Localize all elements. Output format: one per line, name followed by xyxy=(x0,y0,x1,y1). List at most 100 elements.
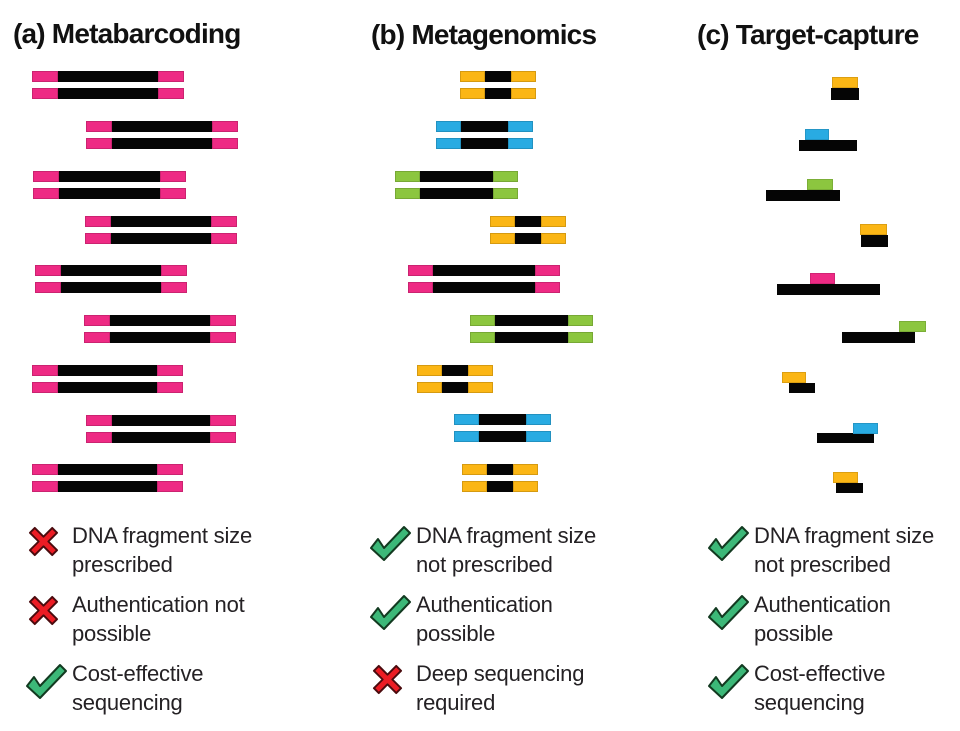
dna-fragment-b-4a xyxy=(490,216,566,227)
blue-adapter xyxy=(526,431,551,442)
pink-adapter xyxy=(211,216,237,227)
yellow-adapter xyxy=(511,71,536,82)
dna-insert xyxy=(495,315,568,326)
annotation-line: not prescribed xyxy=(754,552,891,577)
dna-insert xyxy=(461,121,508,132)
dna-insert xyxy=(61,265,161,276)
check-icon xyxy=(368,594,412,637)
dna-fragment-b-2a xyxy=(436,121,533,132)
dna-fragment-b-5b xyxy=(408,282,560,293)
check-icon xyxy=(706,525,750,568)
pink-adapter xyxy=(408,265,433,276)
dna-fragment-a-4a xyxy=(85,216,237,227)
pink-adapter xyxy=(210,432,236,443)
blue-bait-probe xyxy=(853,423,878,434)
dna-insert xyxy=(495,332,568,343)
pink-adapter xyxy=(161,265,187,276)
dna-insert xyxy=(110,332,210,343)
check-icon xyxy=(706,663,750,706)
pink-adapter xyxy=(157,365,183,376)
dna-fragment-a-5a xyxy=(35,265,187,276)
dna-fragment-b-6b xyxy=(470,332,593,343)
dna-fragment-a-7a xyxy=(32,365,183,376)
yellow-adapter xyxy=(462,481,487,492)
dna-insert xyxy=(442,382,468,393)
dna-insert xyxy=(112,138,212,149)
yellow-adapter xyxy=(462,464,487,475)
dna-fragment-c-5 xyxy=(777,284,880,295)
dna-insert xyxy=(111,216,211,227)
yellow-bait-probe xyxy=(860,224,887,235)
pink-adapter xyxy=(210,415,236,426)
dna-insert xyxy=(433,265,535,276)
dna-fragment-a-9b xyxy=(32,481,183,492)
pink-adapter xyxy=(211,233,237,244)
yellow-adapter xyxy=(460,88,485,99)
annotation-line: possible xyxy=(754,621,834,646)
dna-insert xyxy=(112,415,210,426)
annotation-line: required xyxy=(416,690,496,715)
green-adapter xyxy=(493,188,518,199)
pink-adapter xyxy=(210,315,236,326)
dna-insert xyxy=(110,315,210,326)
dna-insert xyxy=(420,188,493,199)
pink-adapter xyxy=(32,88,58,99)
annotation-line: DNA fragment size xyxy=(72,523,253,548)
dna-insert xyxy=(111,233,211,244)
green-adapter xyxy=(470,332,495,343)
pink-adapter xyxy=(32,481,58,492)
pink-adapter xyxy=(35,282,61,293)
dna-fragment-a-1b xyxy=(32,88,184,99)
pink-adapter xyxy=(86,415,112,426)
pink-adapter xyxy=(160,171,186,182)
pink-adapter xyxy=(212,138,238,149)
check-icon xyxy=(368,525,412,568)
annotation-line: Authentication xyxy=(754,592,891,617)
yellow-adapter xyxy=(468,382,493,393)
pink-adapter xyxy=(86,138,112,149)
pink-adapter xyxy=(33,188,59,199)
blue-adapter xyxy=(436,121,461,132)
yellow-adapter xyxy=(513,464,538,475)
dna-fragment-a-4b xyxy=(85,233,237,244)
annotation-line: prescribed xyxy=(72,552,173,577)
yellow-adapter xyxy=(490,233,515,244)
dna-fragment-c-8 xyxy=(817,433,874,443)
annotation-text: Authentication possible xyxy=(754,590,891,648)
annotation-line: Deep sequencing xyxy=(416,661,585,686)
dna-insert xyxy=(420,171,493,182)
pink-adapter xyxy=(157,464,183,475)
pink-adapter xyxy=(32,365,58,376)
dna-fragment-b-2b xyxy=(436,138,533,149)
yellow-adapter xyxy=(541,216,566,227)
column-header-target-capture: (c) Target-capture xyxy=(697,19,919,50)
blue-adapter xyxy=(436,138,461,149)
yellow-adapter xyxy=(417,365,442,376)
pink-adapter xyxy=(212,121,238,132)
green-adapter xyxy=(568,315,593,326)
dna-insert xyxy=(461,138,508,149)
cross-icon xyxy=(28,595,59,631)
green-adapter xyxy=(493,171,518,182)
annotation-line: Cost-effective xyxy=(72,661,204,686)
cross-icon xyxy=(372,664,403,700)
blue-adapter xyxy=(454,431,479,442)
dna-fragment-a-5b xyxy=(35,282,187,293)
pink-adapter xyxy=(32,464,58,475)
dna-insert xyxy=(485,71,511,82)
dna-fragment-a-8a xyxy=(86,415,236,426)
blue-adapter xyxy=(454,414,479,425)
pink-adapter xyxy=(86,432,112,443)
dna-fragment-b-3b xyxy=(395,188,518,199)
annotation-line: not prescribed xyxy=(416,552,553,577)
column-header-metabarcoding: (a) Metabarcoding xyxy=(13,18,241,49)
dna-fragment-a-7b xyxy=(32,382,183,393)
dna-fragment-b-4b xyxy=(490,233,566,244)
pink-adapter xyxy=(33,171,59,182)
dna-insert xyxy=(58,88,158,99)
